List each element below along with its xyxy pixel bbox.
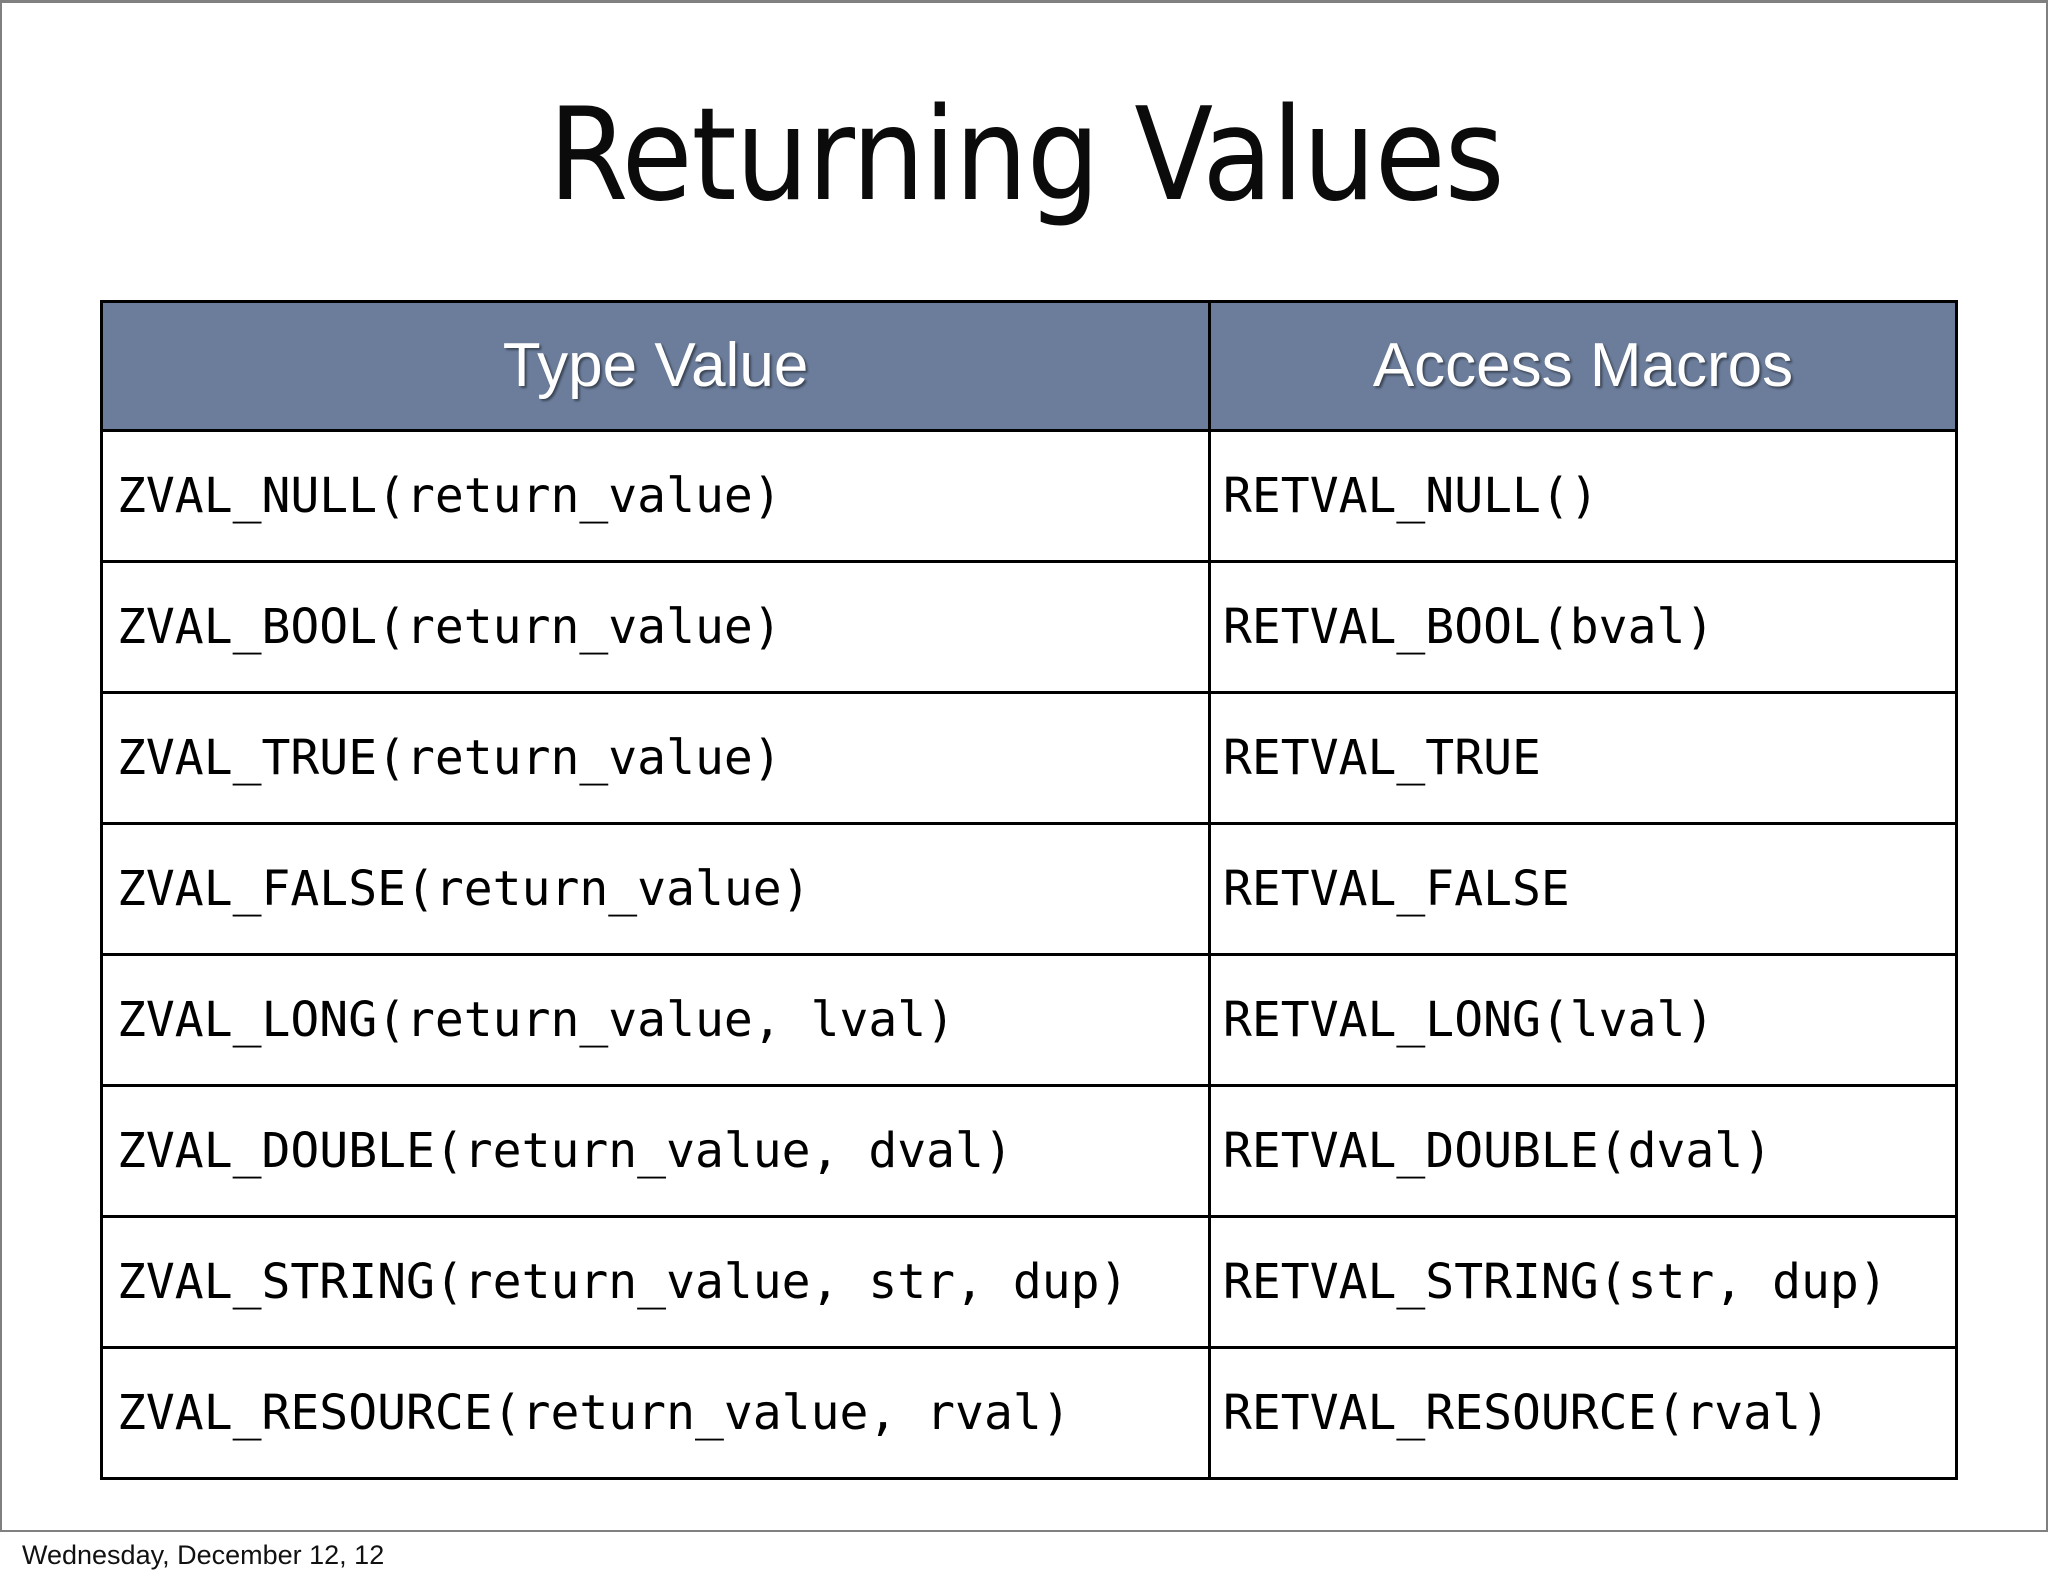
slide-canvas: Returning Values Type Value Access Macro… xyxy=(0,0,2048,1532)
column-header-access-macros-label: Access Macros xyxy=(1372,331,1794,400)
table-row: ZVAL_NULL(return_value) RETVAL_NULL() xyxy=(100,429,1958,563)
footer-date: Wednesday, December 12, 12 xyxy=(22,1540,385,1570)
cell-type-value: ZVAL_TRUE(return_value) xyxy=(100,691,1211,825)
cell-access-macro: RETVAL_NULL() xyxy=(1208,429,1958,563)
cell-type-value-text: ZVAL_DOUBLE(return_value, dval) xyxy=(117,1123,1013,1179)
cell-access-macro: RETVAL_FALSE xyxy=(1208,822,1958,956)
table-header: Type Value Access Macros xyxy=(100,300,1958,432)
column-header-access-macros: Access Macros xyxy=(1208,300,1958,432)
table-row: ZVAL_STRING(return_value, str, dup) RETV… xyxy=(100,1215,1958,1349)
cell-access-macro-text: RETVAL_NULL() xyxy=(1223,468,1599,524)
table-row: ZVAL_LONG(return_value, lval) RETVAL_LON… xyxy=(100,953,1958,1087)
cell-type-value: ZVAL_RESOURCE(return_value, rval) xyxy=(100,1346,1211,1480)
column-header-type-value-label: Type Value xyxy=(502,331,809,400)
cell-type-value: ZVAL_FALSE(return_value) xyxy=(100,822,1211,956)
table-body: ZVAL_NULL(return_value) RETVAL_NULL() ZV… xyxy=(100,429,1958,1480)
cell-access-macro-text: RETVAL_RESOURCE(rval) xyxy=(1223,1385,1830,1441)
cell-access-macro-text: RETVAL_FALSE xyxy=(1223,861,1570,917)
cell-access-macro: RETVAL_RESOURCE(rval) xyxy=(1208,1346,1958,1480)
macro-reference-table: Type Value Access Macros ZVAL_NULL(retur… xyxy=(100,300,1958,1480)
table-row: ZVAL_BOOL(return_value) RETVAL_BOOL(bval… xyxy=(100,560,1958,694)
cell-type-value: ZVAL_NULL(return_value) xyxy=(100,429,1211,563)
cell-access-macro: RETVAL_BOOL(bval) xyxy=(1208,560,1958,694)
cell-type-value-text: ZVAL_STRING(return_value, str, dup) xyxy=(117,1254,1129,1310)
table-row: ZVAL_DOUBLE(return_value, dval) RETVAL_D… xyxy=(100,1084,1958,1218)
cell-type-value-text: ZVAL_LONG(return_value, lval) xyxy=(117,992,956,1048)
cell-access-macro-text: RETVAL_LONG(lval) xyxy=(1223,992,1715,1048)
cell-access-macro: RETVAL_STRING(str, dup) xyxy=(1208,1215,1958,1349)
cell-type-value: ZVAL_DOUBLE(return_value, dval) xyxy=(100,1084,1211,1218)
table-row: ZVAL_TRUE(return_value) RETVAL_TRUE xyxy=(100,691,1958,825)
table-row: ZVAL_RESOURCE(return_value, rval) RETVAL… xyxy=(100,1346,1958,1480)
cell-type-value-text: ZVAL_BOOL(return_value) xyxy=(117,599,782,655)
cell-access-macro: RETVAL_TRUE xyxy=(1208,691,1958,825)
column-header-type-value: Type Value xyxy=(100,300,1211,432)
cell-type-value: ZVAL_LONG(return_value, lval) xyxy=(100,953,1211,1087)
cell-type-value-text: ZVAL_RESOURCE(return_value, rval) xyxy=(117,1385,1071,1441)
cell-type-value-text: ZVAL_FALSE(return_value) xyxy=(117,861,811,917)
table-header-row: Type Value Access Macros xyxy=(100,300,1958,432)
cell-type-value: ZVAL_STRING(return_value, str, dup) xyxy=(100,1215,1211,1349)
cell-access-macro-text: RETVAL_DOUBLE(dval) xyxy=(1223,1123,1773,1179)
cell-access-macro-text: RETVAL_BOOL(bval) xyxy=(1223,599,1715,655)
cell-type-value: ZVAL_BOOL(return_value) xyxy=(100,560,1211,694)
page-title: Returning Values xyxy=(548,80,1504,230)
cell-type-value-text: ZVAL_NULL(return_value) xyxy=(117,468,782,524)
cell-access-macro-text: RETVAL_STRING(str, dup) xyxy=(1223,1254,1888,1310)
cell-access-macro: RETVAL_DOUBLE(dval) xyxy=(1208,1084,1958,1218)
cell-type-value-text: ZVAL_TRUE(return_value) xyxy=(117,730,782,786)
cell-access-macro: RETVAL_LONG(lval) xyxy=(1208,953,1958,1087)
table-row: ZVAL_FALSE(return_value) RETVAL_FALSE xyxy=(100,822,1958,956)
cell-access-macro-text: RETVAL_TRUE xyxy=(1223,730,1541,786)
